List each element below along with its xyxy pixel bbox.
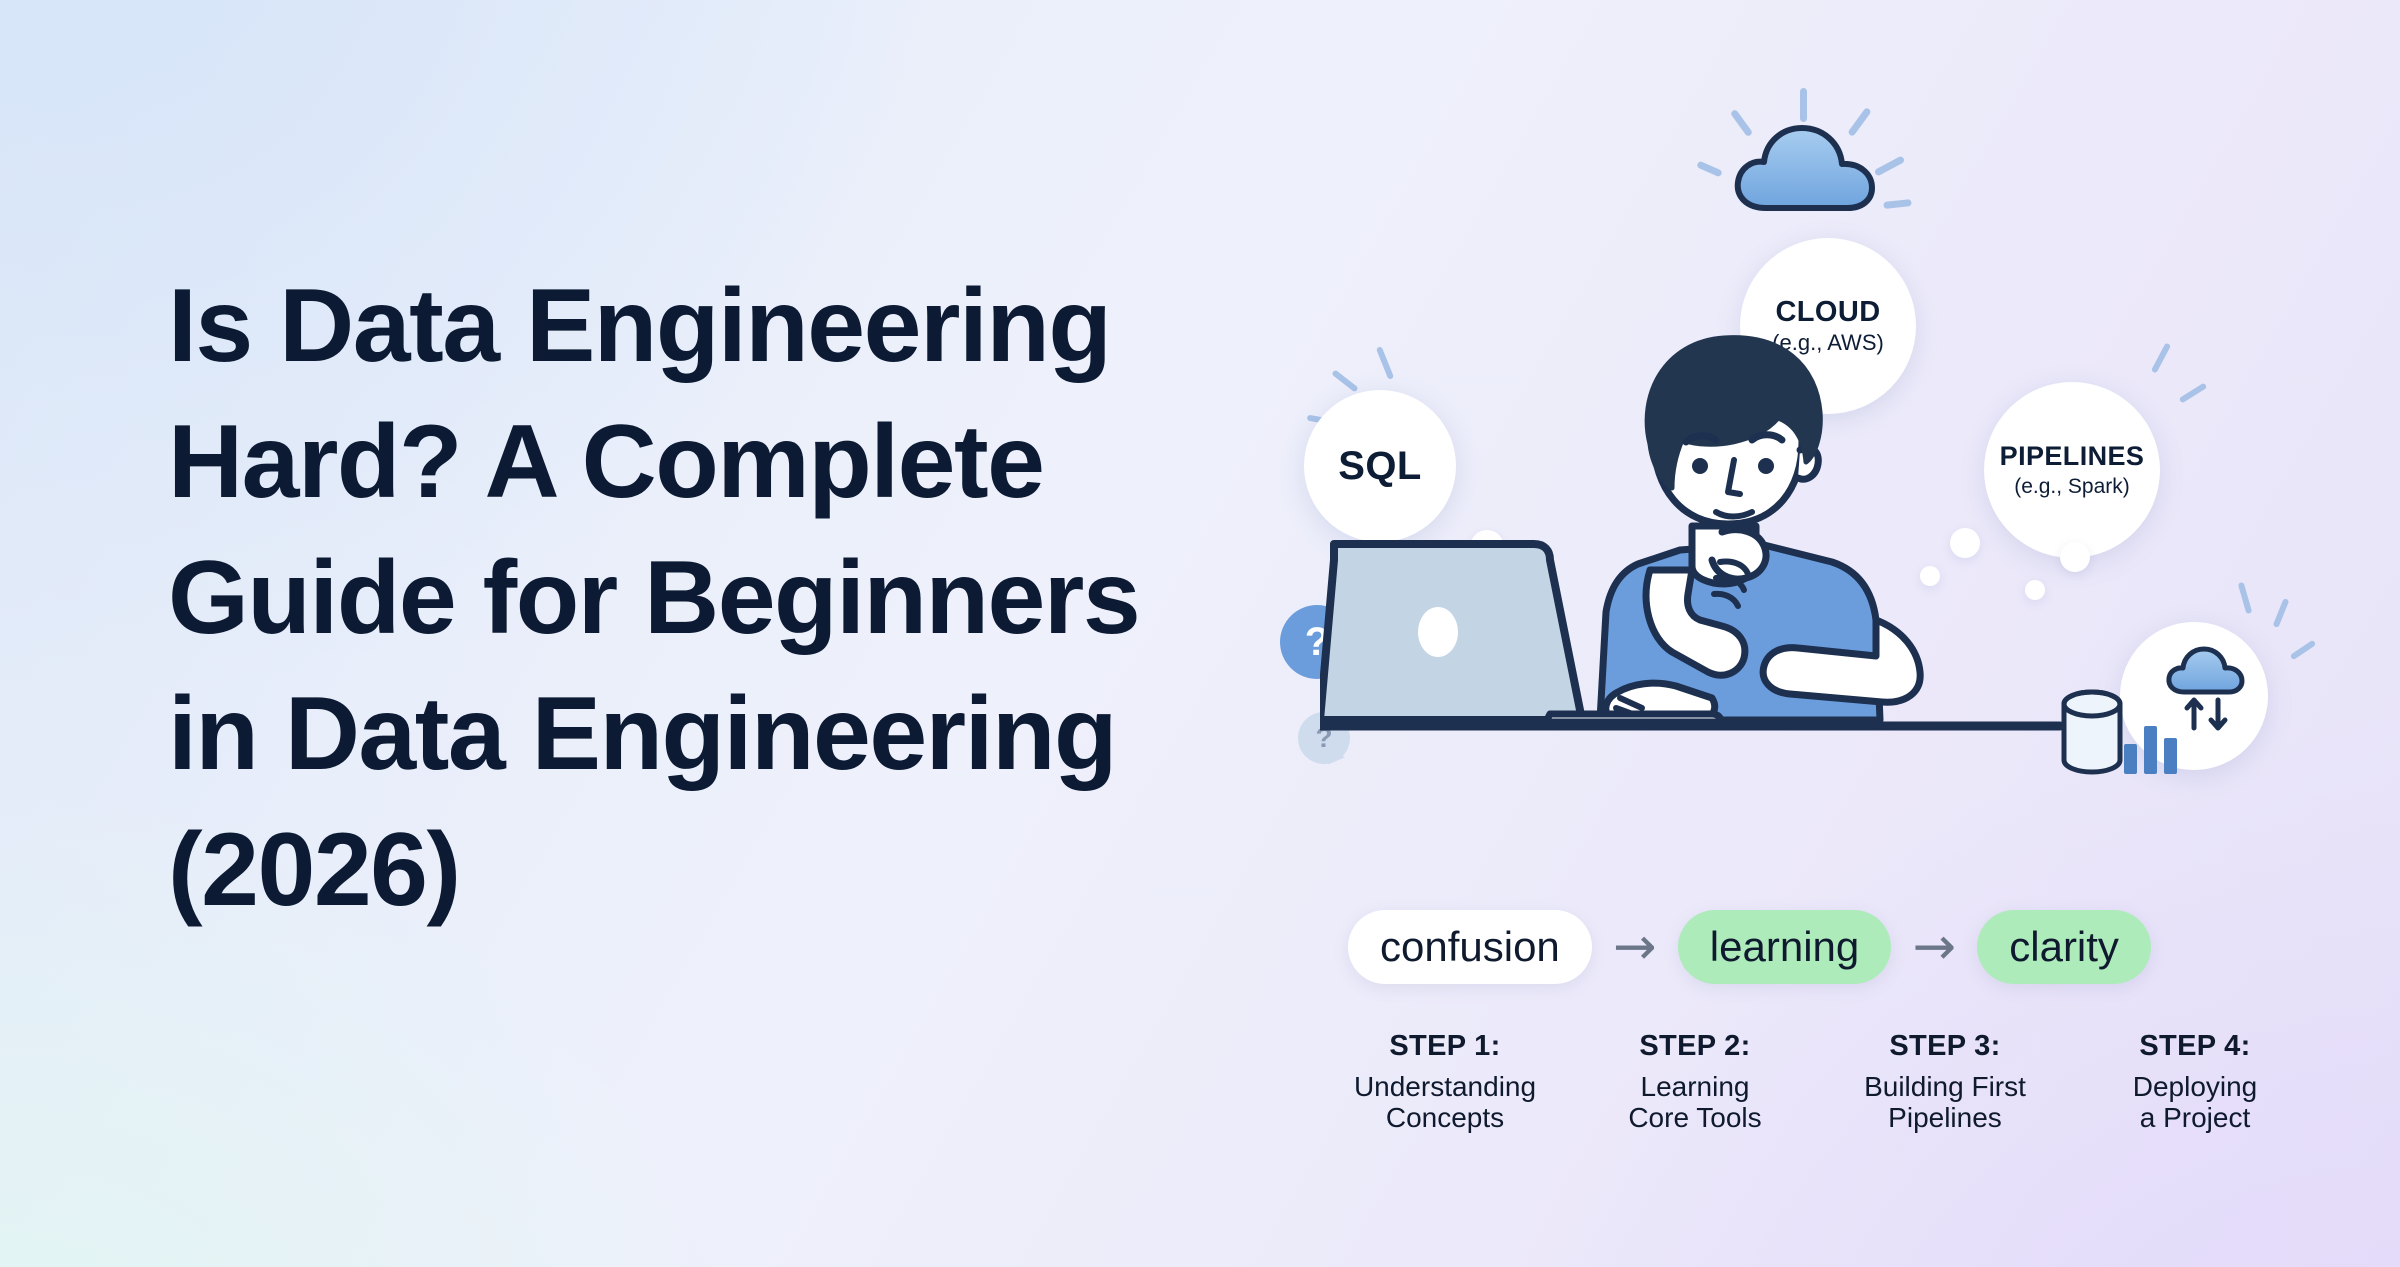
database-chart-icon — [2061, 689, 2177, 775]
step-item-1: STEP 1: Understanding Concepts — [1320, 1030, 1570, 1134]
cloud-sync-icon — [2166, 646, 2245, 731]
cloud-icon — [1734, 125, 1875, 211]
sparkle-ray — [2289, 639, 2317, 661]
step-2-description: Learning Core Tools — [1628, 1071, 1762, 1134]
skill-bubble-cloud[interactable]: CLOUD (e.g., AWS) — [1740, 238, 1916, 414]
step-3-title: STEP 3: — [1889, 1030, 2001, 1062]
page-title: Is Data Engineering Hard? A Complete Gui… — [168, 268, 1141, 928]
flow-pill-confusion[interactable]: confusion — [1348, 910, 1592, 984]
step-1-description: Understanding Concepts — [1353, 1071, 1537, 1134]
skill-bubble-pipelines[interactable]: PIPELINES (e.g., Spark) — [1984, 382, 2160, 558]
flow-arrow-2: → — [1912, 917, 1957, 977]
flow-pill-clarity[interactable]: clarity — [1977, 910, 2151, 984]
step-4-description: Deploying a Project — [2132, 1071, 2258, 1134]
flow-pill-confusion-label: confusion — [1380, 923, 1560, 970]
journey-flow: confusion → learning → clarity — [1348, 910, 2151, 984]
hero-illustration: SQL CLOUD (e.g., AWS) PIPELINES (e.g., S… — [1280, 60, 2350, 1240]
skill-bubble-pipelines-sublabel: (e.g., Spark) — [2014, 474, 2130, 498]
thought-dot — [1950, 528, 1980, 558]
flow-pill-clarity-label: clarity — [2009, 923, 2119, 970]
skill-bubble-sql-label: SQL — [1338, 444, 1422, 488]
flow-pill-learning[interactable]: learning — [1677, 910, 1892, 984]
sparkle-ray — [2150, 342, 2172, 374]
thought-dot — [2060, 542, 2090, 572]
step-item-4: STEP 4: Deploying a Project — [2070, 1030, 2320, 1134]
skill-bubble-sql[interactable]: SQL — [1304, 390, 1456, 542]
sparkle-ray — [2272, 597, 2290, 629]
skill-bubble-cloud-sublabel: (e.g., AWS) — [1772, 330, 1884, 356]
sparkle-ray — [2237, 581, 2253, 615]
skill-bubble-cloud-label: CLOUD — [1775, 295, 1881, 328]
sparkle-ray — [1800, 88, 1807, 122]
step-4-title: STEP 4: — [2139, 1030, 2251, 1062]
step-item-2: STEP 2: Learning Core Tools — [1570, 1030, 1820, 1134]
sparkle-ray — [2178, 382, 2208, 404]
skill-bubble-pipelines-label: PIPELINES — [1999, 441, 2145, 472]
sparkle-ray — [1883, 199, 1912, 209]
steps-row: STEP 1: Understanding Concepts STEP 2: L… — [1320, 1030, 2320, 1134]
flow-pill-learning-label: learning — [1709, 923, 1860, 970]
step-item-3: STEP 3: Building First Pipelines — [1820, 1030, 2070, 1134]
thought-dot — [2025, 580, 2045, 600]
flow-arrow-1: → — [1613, 917, 1657, 977]
thought-dot — [1920, 566, 1940, 586]
person-at-laptop-illustration — [1320, 335, 2065, 731]
sparkle-ray — [1696, 160, 1723, 178]
step-2-title: STEP 2: — [1639, 1030, 1751, 1062]
step-1-title: STEP 1: — [1389, 1030, 1501, 1062]
step-3-description: Building First Pipelines — [1864, 1071, 2026, 1134]
